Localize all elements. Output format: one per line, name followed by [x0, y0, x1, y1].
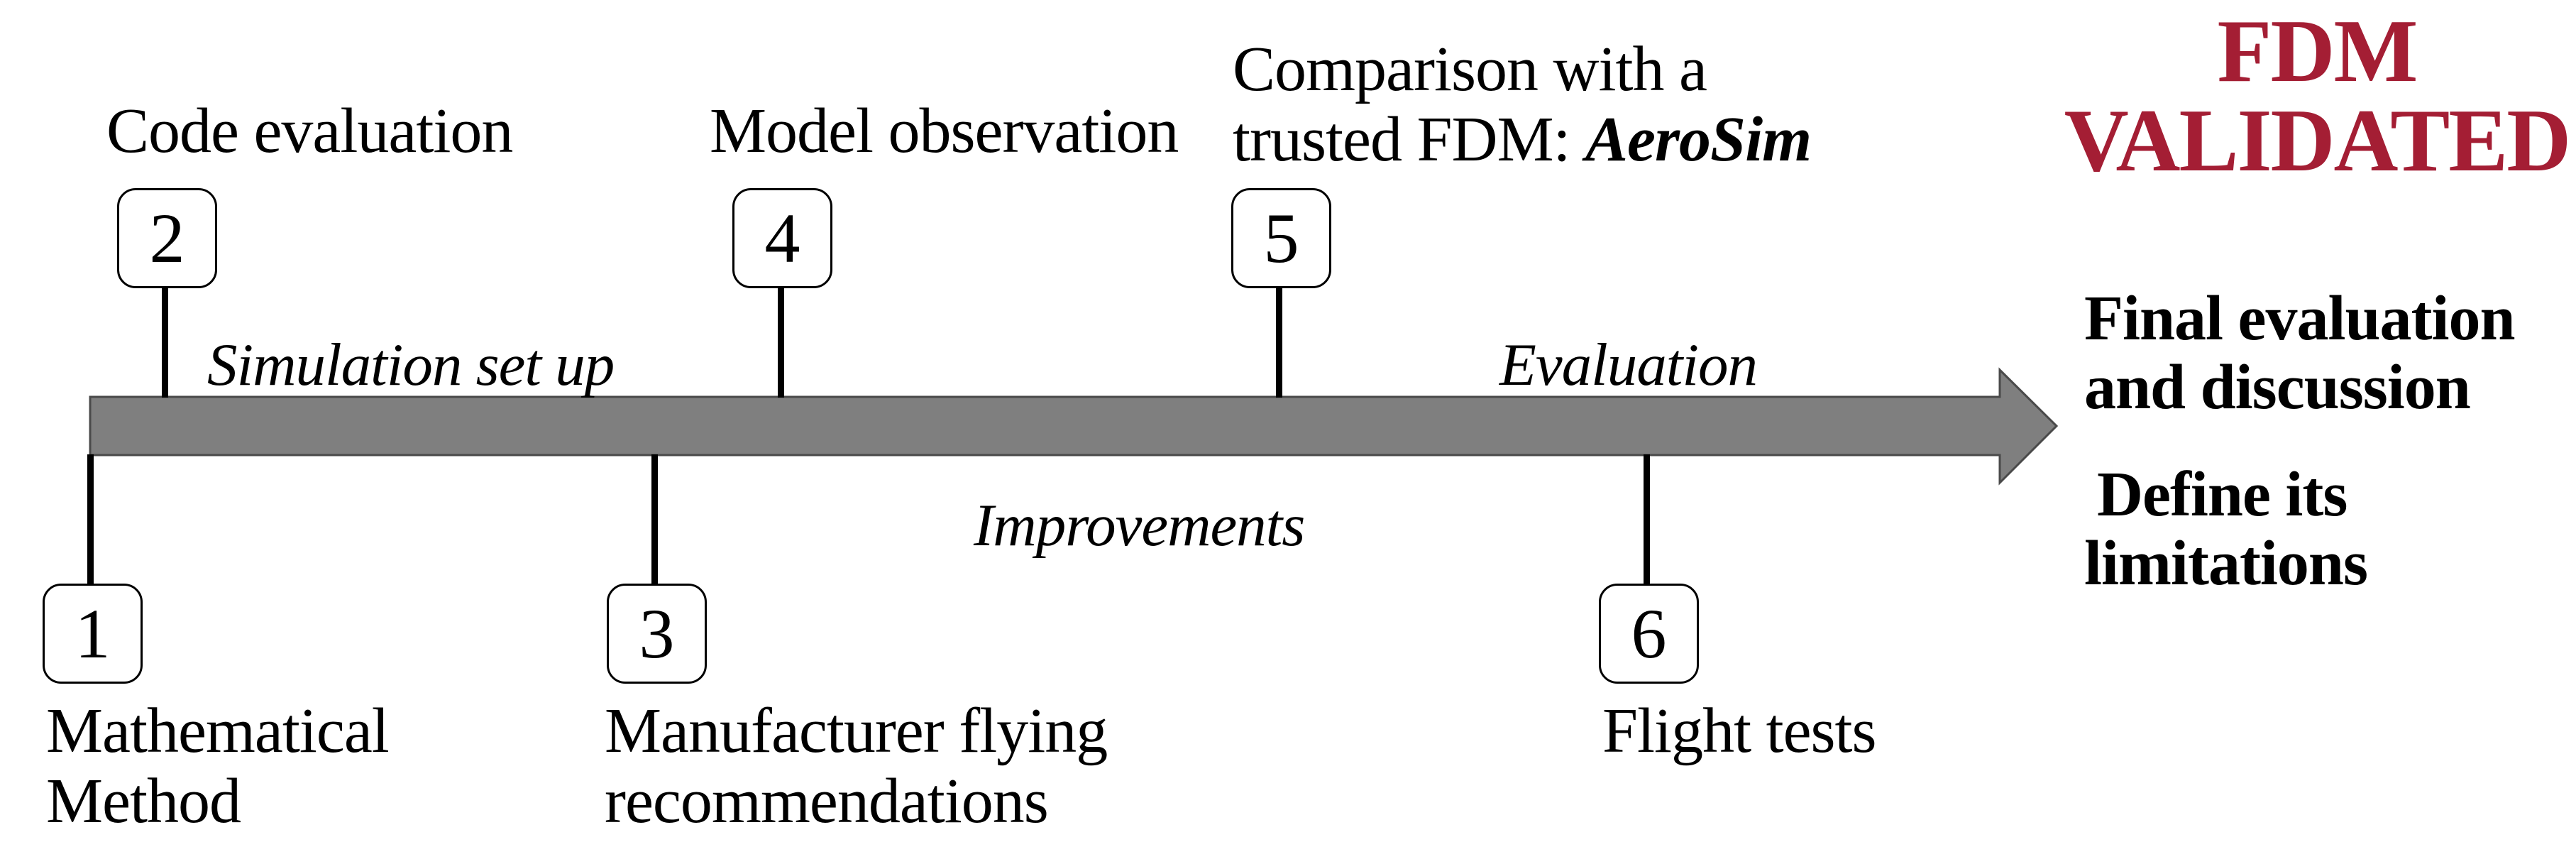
milestone-1-tick — [87, 454, 94, 584]
milestone-5-box: 5 — [1231, 188, 1331, 288]
milestone-3-label: Manufacturer flying recommendations — [605, 696, 1108, 836]
milestone-5-tick — [1276, 284, 1282, 398]
diagram-title: FDM VALIDATED — [2058, 7, 2576, 186]
diagram-title-line1: FDM — [2217, 2, 2418, 101]
outcome-note-final-evaluation: Final evaluation and discussion — [2084, 283, 2516, 423]
milestone-2-box: 2 — [117, 188, 217, 288]
outcome-note-define-line1: Define its — [2097, 459, 2347, 530]
milestone-6-tick — [1644, 454, 1650, 584]
milestone-5-label-aerosim: AeroSim — [1585, 104, 1812, 175]
milestone-1-label-line1: Mathematical — [46, 696, 390, 766]
milestone-6-box: 6 — [1599, 584, 1699, 684]
milestone-5-label-line2: trusted FDM: AeroSim — [1233, 104, 1812, 175]
milestone-4-box: 4 — [732, 188, 832, 288]
milestone-5-number: 5 — [1263, 199, 1299, 278]
milestone-3-label-line2: recommendations — [605, 766, 1049, 836]
milestone-5-label: Comparison with a trusted FDM: AeroSim — [1233, 34, 1812, 175]
milestone-4-label: Model observation — [710, 96, 1179, 166]
milestone-1-label-line2: Method — [46, 766, 241, 836]
milestone-3-number: 3 — [639, 594, 675, 673]
milestone-4-number: 4 — [764, 199, 800, 278]
milestone-6-number: 6 — [1631, 594, 1667, 673]
milestone-3-box: 3 — [607, 584, 707, 684]
milestone-4-tick — [778, 284, 784, 398]
milestone-2-number: 2 — [149, 199, 185, 278]
outcome-note-define-limitations: Define its limitations — [2084, 459, 2368, 599]
diagram-title-line2: VALIDATED — [2064, 92, 2572, 190]
milestone-2-label: Code evaluation — [106, 96, 513, 166]
outcome-note-final-line1: Final evaluation — [2084, 283, 2516, 354]
phase-label-simulation-setup: Simulation set up — [207, 332, 615, 398]
outcome-note-final-line2: and discussion — [2084, 352, 2471, 423]
milestone-1-box: 1 — [43, 584, 143, 684]
milestone-1-number: 1 — [75, 594, 111, 673]
milestone-3-tick — [651, 454, 658, 584]
phase-label-improvements: Improvements — [974, 492, 1305, 559]
outcome-note-define-line2: limitations — [2084, 528, 2368, 599]
milestone-6-label: Flight tests — [1602, 696, 1877, 766]
milestone-3-label-line1: Manufacturer flying — [605, 696, 1108, 766]
milestone-5-label-line1: Comparison with a — [1233, 34, 1707, 104]
timeline-arrow — [89, 367, 2059, 486]
milestone-1-label: Mathematical Method — [46, 696, 390, 836]
milestone-2-tick — [162, 284, 168, 398]
milestone-5-label-line2-prefix: trusted FDM: — [1233, 104, 1586, 175]
phase-label-evaluation: Evaluation — [1499, 332, 1758, 398]
